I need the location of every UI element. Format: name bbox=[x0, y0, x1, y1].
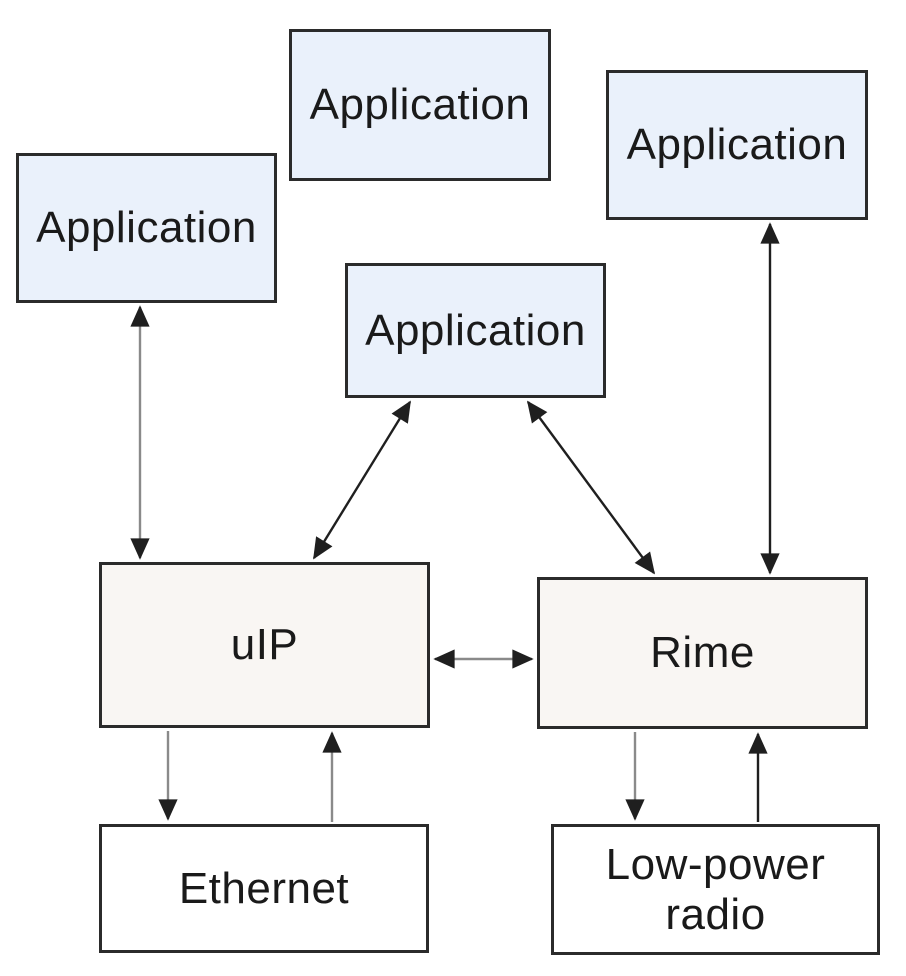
node-ethernet-label: Ethernet bbox=[178, 863, 350, 913]
node-low-power-radio-label: Low-power radio bbox=[605, 840, 826, 939]
node-application-left: Application bbox=[16, 153, 277, 303]
node-ethernet: Ethernet bbox=[99, 824, 429, 953]
node-rime: Rime bbox=[537, 577, 868, 729]
node-rime-label: Rime bbox=[650, 628, 755, 678]
node-application-left-label: Application bbox=[36, 203, 257, 253]
node-application-top: Application bbox=[289, 29, 551, 181]
node-application-right-label: Application bbox=[626, 120, 848, 170]
arrow-application-center-uip bbox=[312, 400, 412, 560]
node-application-center: Application bbox=[345, 263, 606, 398]
node-application-center-label: Application bbox=[365, 305, 586, 355]
node-application-right: Application bbox=[606, 70, 868, 220]
node-application-top-label: Application bbox=[309, 80, 531, 130]
arrow-application-center-rime bbox=[526, 400, 656, 575]
node-uip: uIP bbox=[99, 562, 430, 728]
node-low-power-radio: Low-power radio bbox=[551, 824, 880, 955]
node-uip-label: uIP bbox=[230, 620, 299, 670]
